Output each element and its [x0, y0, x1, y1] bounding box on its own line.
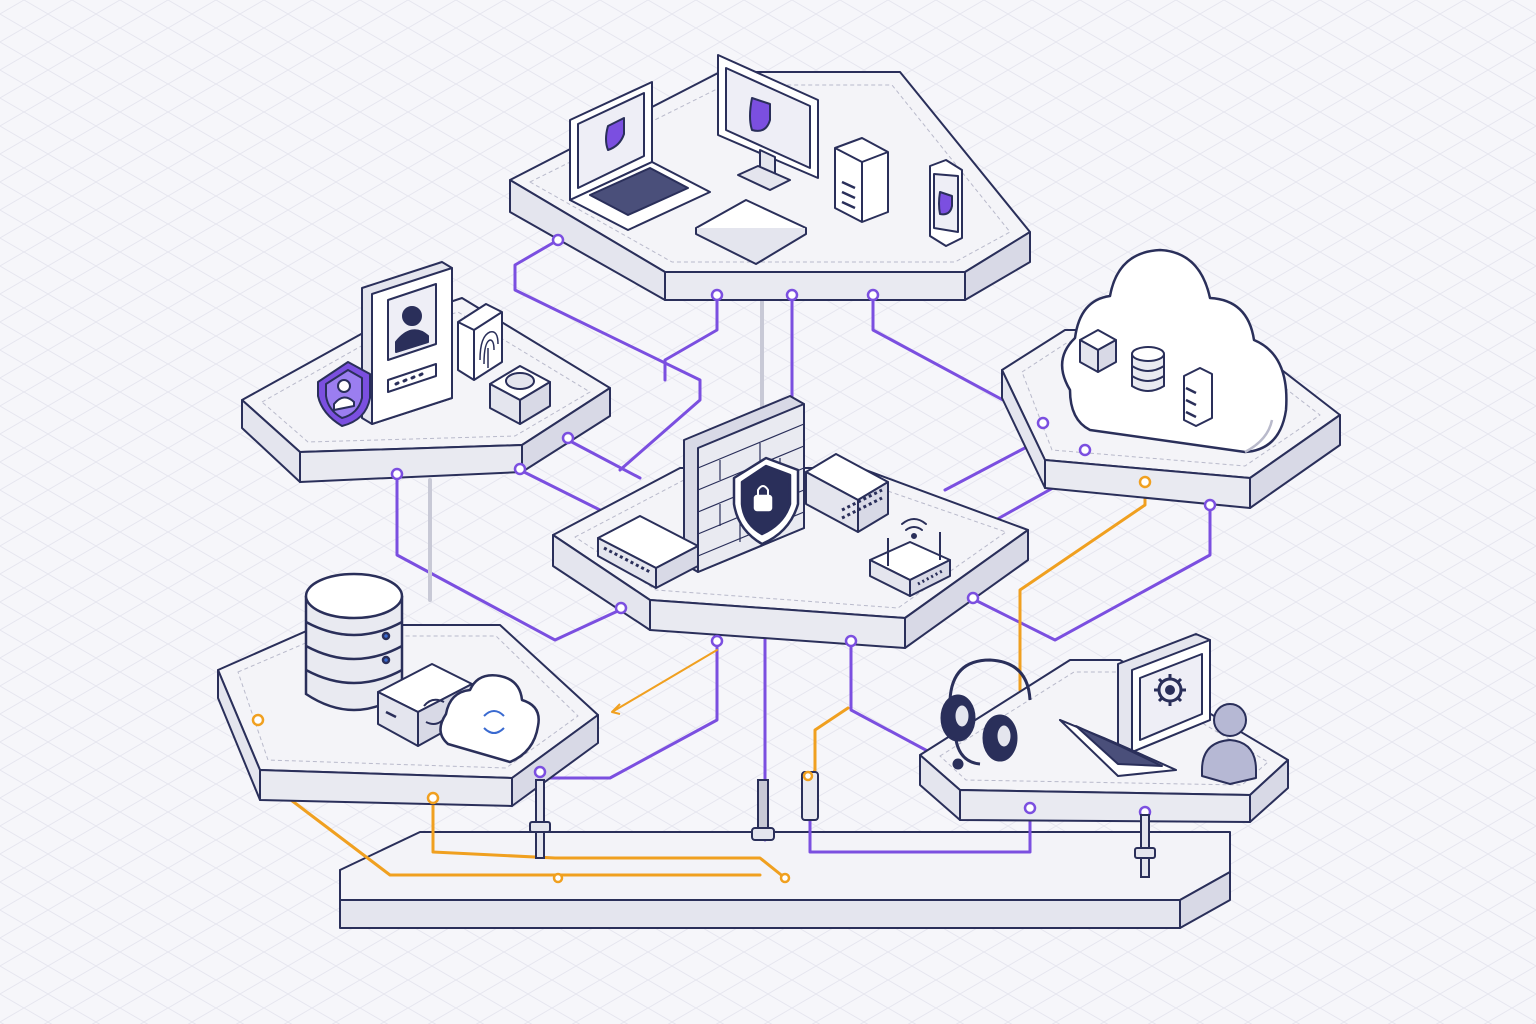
- link-identity-core-b: [518, 468, 602, 512]
- id-card-icon: [361, 261, 453, 425]
- wifi-icon: [901, 518, 927, 539]
- port-dots: [533, 765, 547, 779]
- port-dots-orange: [552, 770, 814, 884]
- arrow-icon: [611, 703, 621, 715]
- cloud-icon: [1061, 248, 1288, 454]
- storage-backup-zone: [217, 572, 621, 807]
- database-stack-icon: [304, 572, 404, 712]
- port-dot-orange: [1138, 475, 1152, 489]
- headset-icon: [940, 658, 1032, 770]
- lock-shield-icon: [732, 456, 800, 546]
- link-identity-storage: [395, 473, 622, 642]
- link-core-support: [849, 638, 937, 757]
- token-device-icon: [489, 365, 551, 425]
- port-dots: [1036, 416, 1217, 512]
- server-icon: [1183, 367, 1213, 427]
- link-endpoints-core-a: [663, 295, 719, 382]
- support-zone: [919, 633, 1289, 823]
- tower-pc-icon: [834, 137, 889, 223]
- network-core-zone: [552, 395, 1029, 649]
- fingerprint-icon: [457, 303, 503, 381]
- link-support-base: [808, 806, 1032, 854]
- link-endpoints-identity: [513, 238, 702, 472]
- link-cloud-support: [973, 503, 1212, 642]
- base-connectors: [529, 771, 1156, 878]
- monitor-shield-icon: [717, 54, 819, 191]
- port-dots-orange: [251, 713, 440, 805]
- port-dots: [390, 431, 575, 481]
- user-shield-icon: [317, 361, 371, 427]
- port-dots: [551, 233, 880, 302]
- laptop-gear-icon: [1059, 633, 1211, 777]
- tablet-icon: [695, 199, 807, 265]
- cube-icon: [1079, 329, 1117, 373]
- endpoints-zone: [509, 54, 1031, 302]
- switch-icon: [597, 515, 699, 589]
- link-identity-core: [566, 438, 642, 480]
- laptop-shield-icon: [569, 81, 711, 231]
- router-icon: [869, 532, 951, 597]
- database-icon: [1131, 346, 1165, 392]
- base-platform: [339, 831, 1231, 929]
- port-dots: [614, 591, 980, 648]
- link-orange-storage-base-b: [431, 796, 787, 880]
- link-core-storage: [538, 638, 719, 780]
- identity-zone: [241, 261, 611, 483]
- link-orange-core-storage: [611, 649, 718, 713]
- phone-shield-icon: [929, 159, 963, 247]
- user-icon: [1201, 703, 1257, 785]
- cloud-zone: [1001, 248, 1341, 512]
- switch-icon: [805, 453, 889, 533]
- cloud-sync-icon: [439, 674, 540, 764]
